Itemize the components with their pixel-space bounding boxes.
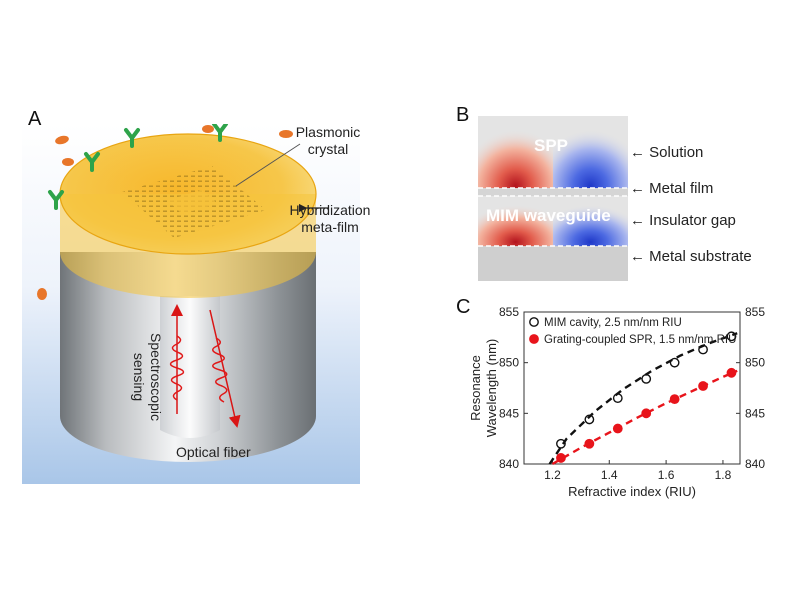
layer-text-solution: Solution	[649, 144, 704, 161]
antibody-icon	[48, 122, 228, 210]
y-axis-label-line2: Wavelength (nm)	[484, 339, 499, 438]
data-point-series-2	[698, 381, 708, 391]
data-point-series-1	[556, 438, 566, 449]
layer-label-metal-substrate: ← Metal substrate	[630, 248, 752, 265]
layer-label-metal-film: ← Metal film	[630, 180, 714, 197]
spectroscopic-label: Spectroscopic sensing	[131, 333, 164, 421]
layer-label-insulator-gap: ← Insulator gap	[630, 212, 736, 229]
data-point-series-2	[612, 423, 623, 434]
panel-a-label: A	[28, 108, 42, 130]
data-point-series-2	[556, 453, 566, 463]
wave-packet-incident	[169, 335, 185, 401]
panel-b: SPP MIM waveguide ← Solution ← Metal fil…	[478, 116, 778, 288]
data-point-series-2	[669, 394, 680, 405]
fit-line-series-1	[548, 332, 738, 465]
x-axis-label: Refractive index (RIU)	[568, 484, 696, 499]
legend-marker-series-1	[529, 317, 539, 327]
y-tick-label-right: 845	[745, 406, 765, 420]
y-tick-label-left: 840	[499, 457, 519, 471]
layer-text-insulator-gap: Insulator gap	[649, 212, 736, 229]
legend-label-series-2: Grating-coupled SPR, 1.5 nm/nm RIU	[544, 334, 736, 346]
layer-text-metal-film: Metal film	[649, 180, 714, 197]
x-tick-label: 1.2	[544, 468, 561, 482]
field-map	[478, 116, 628, 281]
plot-frame	[523, 311, 741, 465]
reflected-light-arrow	[209, 309, 241, 428]
mim-field-red	[478, 196, 553, 246]
optical-fiber-label: Optical fiber	[176, 444, 251, 460]
mim-waveguide-label: MIM waveguide	[486, 206, 611, 225]
leader-line-crystal	[235, 143, 301, 187]
x-tick-label: 1.6	[658, 468, 675, 482]
wave-packet-reflected	[212, 337, 228, 403]
analyte-molecule	[62, 158, 74, 166]
data-point-series-1	[612, 393, 623, 404]
panel-c-chart: 1.2 1.4 1.6 1.8 840 845 850 855 840 845 850 855Refr…	[468, 305, 765, 499]
metal-film-layer	[478, 188, 628, 196]
panel-a-illustration	[22, 122, 360, 484]
data-point-series-2	[584, 438, 595, 449]
y-tick-label-right: 840	[745, 457, 765, 471]
data-point-series-1	[698, 344, 708, 355]
y-tick-label-right: 850	[745, 356, 765, 370]
analyte-molecule	[55, 135, 69, 145]
data-point-series-1	[641, 373, 652, 384]
x-tick-label: 1.4	[601, 468, 618, 482]
data-point-series-2	[726, 367, 737, 378]
plasmonic-crystal-label: Plasmonic crystal	[295, 124, 361, 157]
data-point-series-1	[584, 414, 595, 425]
data-point-series-2	[641, 408, 652, 419]
data-point-series-1	[669, 357, 680, 368]
fiber-core	[160, 296, 220, 438]
metal-substrate-layer	[478, 246, 628, 281]
analyte-molecule	[279, 130, 293, 138]
layer-label-solution: ← Solution	[630, 144, 704, 161]
spp-field-blue	[553, 116, 628, 192]
panel-c-label: C	[456, 296, 471, 318]
spp-field-red	[478, 116, 553, 192]
hybridization-label: Hybridization meta-film	[289, 202, 371, 235]
y-tick-label-left: 855	[499, 305, 519, 319]
x-tick-label: 1.8	[715, 468, 732, 482]
mim-field-blue	[553, 196, 628, 246]
spp-label: SPP	[534, 136, 569, 155]
legend-marker-series-2	[529, 334, 539, 344]
y-tick-label-left: 845	[499, 406, 519, 420]
analyte-molecule	[202, 125, 214, 133]
y-tick-label-right: 855	[745, 305, 765, 319]
analyte-molecule	[37, 288, 47, 300]
panel-a: A Plasmonic crystal Hybridization meta-f…	[22, 108, 370, 484]
y-axis-label-line1: Resonance	[468, 355, 483, 421]
data-point-series-1	[726, 331, 737, 342]
panel-b-label: B	[456, 104, 470, 126]
y-tick-label-left: 850	[499, 356, 519, 370]
layer-text-metal-substrate: Metal substrate	[649, 248, 752, 265]
legend-label-series-1: MIM cavity, 2.5 nm/nm RIU	[544, 317, 682, 329]
